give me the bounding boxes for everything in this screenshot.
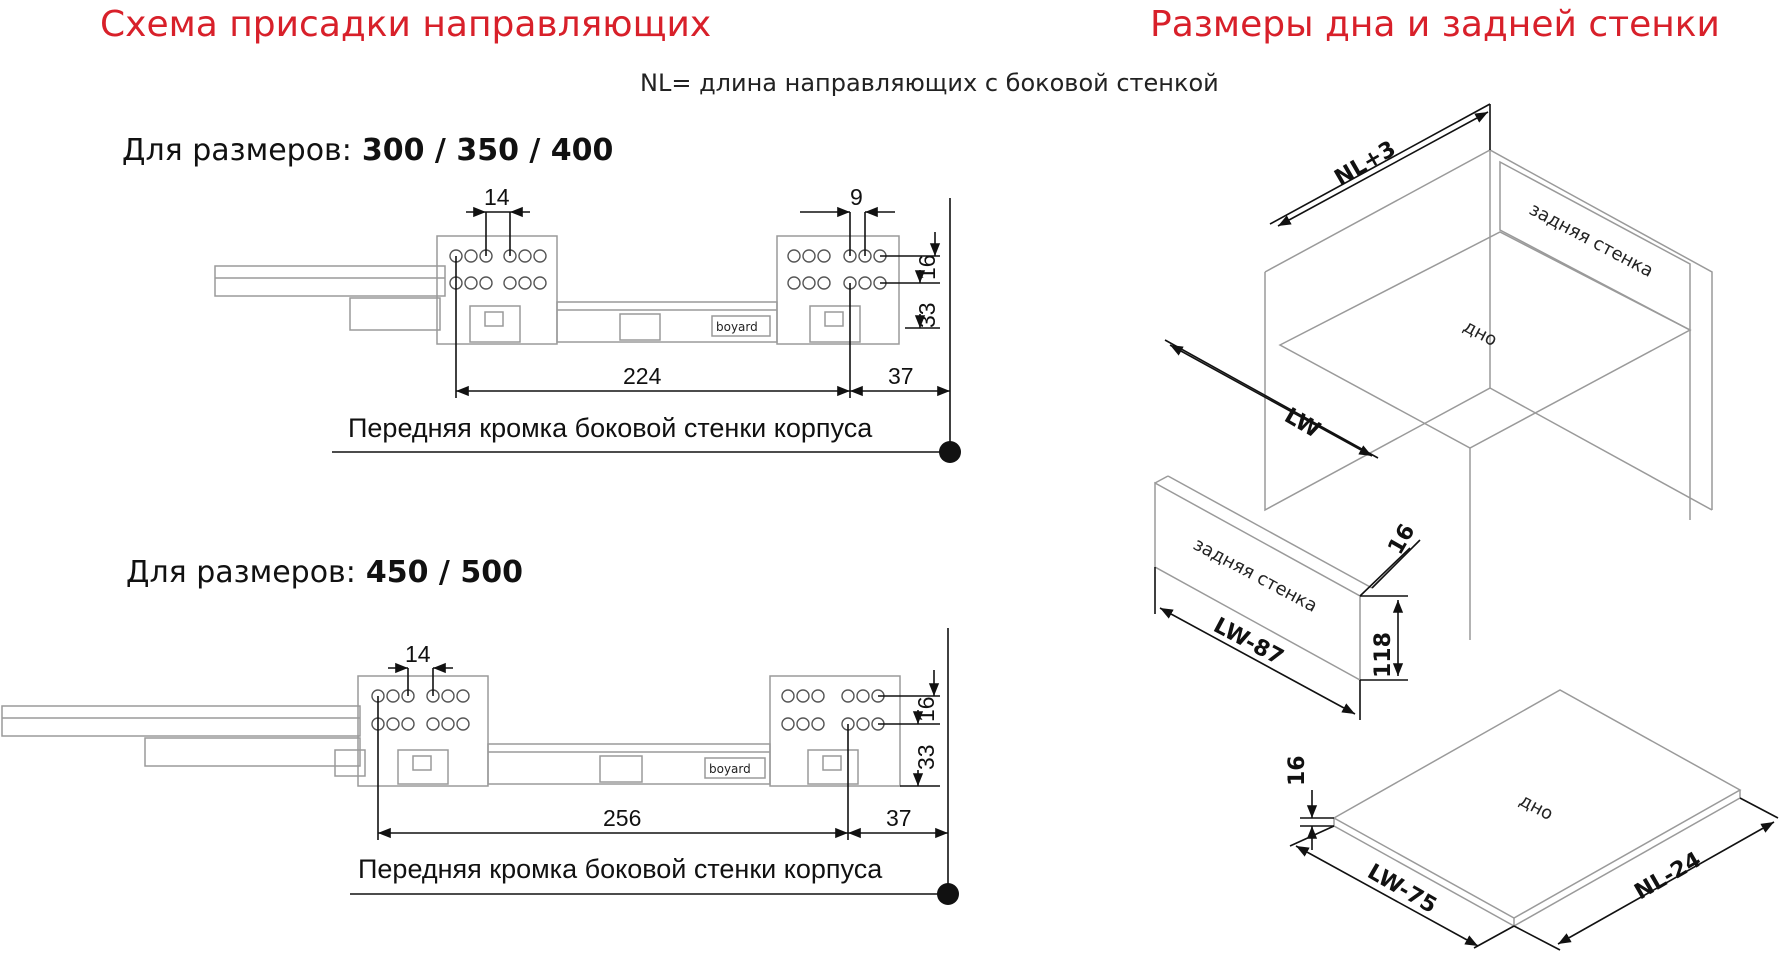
scheme-1-holes-left [449, 249, 547, 290]
scheme-2-reference-dot [937, 883, 959, 905]
scheme-2-dim-14: 14 [405, 641, 431, 667]
scheme-1-heading: Для размеров: 300 / 350 / 400 [122, 133, 613, 168]
scheme-2-brand: boyard [709, 762, 751, 776]
scheme-2-holes-left [371, 689, 470, 731]
scheme-1-rail: boyard [214, 235, 900, 345]
scheme-2-dim-256: 256 [603, 805, 641, 831]
scheme-1-heading-prefix: Для размеров: [122, 133, 352, 168]
title-right: Размеры дна и задней стенки [1150, 4, 1720, 45]
scheme-2-dim-16: 16 [913, 696, 939, 722]
scheme-2-heading-sizes: 450 / 500 [366, 555, 523, 590]
title-left: Схема присадки направляющих [100, 4, 711, 45]
scheme-1-heading-sizes: 300 / 350 / 400 [362, 133, 614, 168]
scheme-1-dim-224: 224 [623, 363, 662, 389]
scheme-1-holes-right [787, 249, 887, 290]
iso-bottom-label: дно [1460, 316, 1501, 351]
nl-note: NL= длина направляющих с боковой стенкой [640, 69, 1219, 97]
scheme-1-brand: boyard [716, 320, 758, 334]
scheme-2-rail: boyard [1, 675, 901, 787]
scheme-1-dim-16: 16 [914, 254, 940, 280]
iso-nl-plus-label: NL+3 [1331, 136, 1401, 191]
scheme-1: Для размеров: 300 / 350 / 400 boyard [122, 133, 961, 463]
scheme-1-caption: Передняя кромка боковой стенки корпуса [348, 413, 873, 443]
iso-panel-height: 118 [1371, 632, 1396, 678]
iso-bottom-plate-label: дно [1516, 790, 1557, 825]
scheme-2-dim-37: 37 [886, 805, 912, 831]
scheme-2-heading: Для размеров: 450 / 500 [126, 555, 523, 590]
iso-panel-back-label: задняя стенка [1190, 534, 1321, 617]
iso-panel-thickness: 16 [1384, 520, 1421, 559]
scheme-1-dim-14: 14 [484, 184, 510, 210]
scheme-2-heading-prefix: Для размеров: [126, 555, 356, 590]
scheme-2-holes-right [781, 689, 885, 731]
iso-drawer: задняя стенка дно NL+3 LW задняя стенка … [1154, 103, 1779, 951]
scheme-2-dim-33: 33 [913, 744, 939, 770]
scheme-1-reference-dot [939, 441, 961, 463]
scheme-1-dim-33: 33 [914, 302, 940, 328]
scheme-2-caption: Передняя кромка боковой стенки корпуса [358, 854, 883, 884]
scheme-2: Для размеров: 450 / 500 boyard [1, 555, 959, 905]
scheme-1-dim-37: 37 [888, 363, 914, 389]
iso-bottom-depth: NL-24 [1631, 847, 1706, 905]
scheme-1-dim-9: 9 [850, 184, 863, 210]
iso-bottom-thickness: 16 [1285, 755, 1310, 786]
